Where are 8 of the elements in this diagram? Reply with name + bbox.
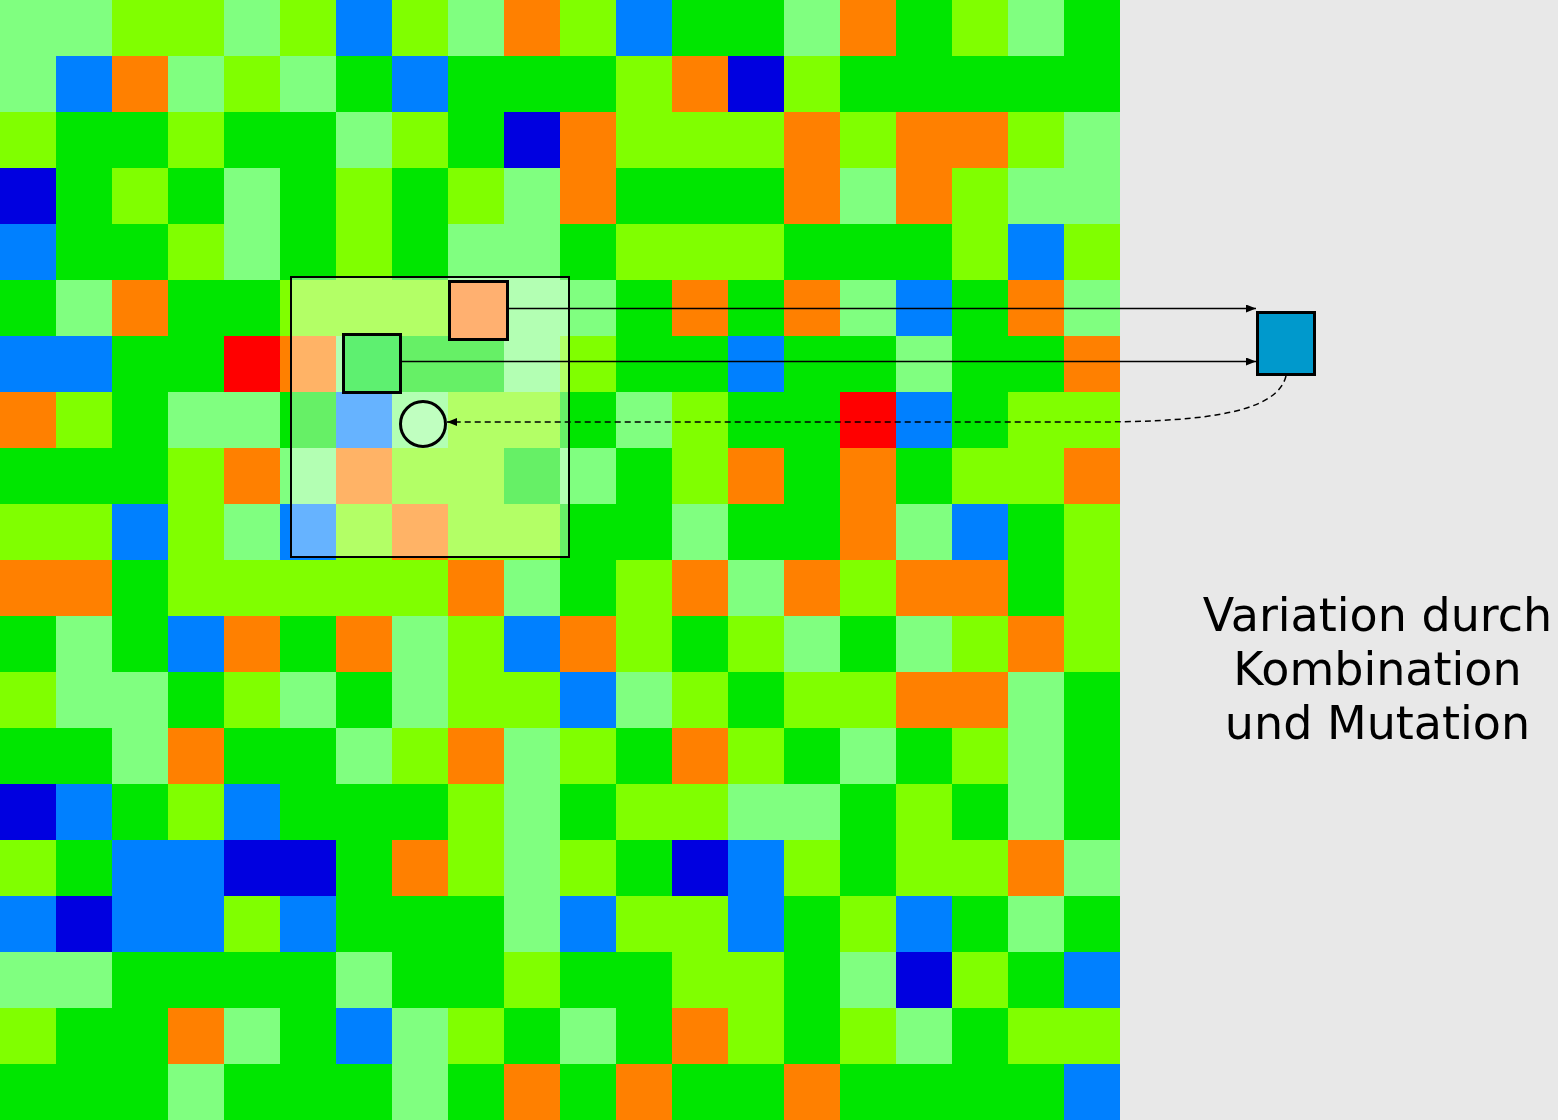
note-text: Variation durch Kombination und Mutation bbox=[1201, 588, 1554, 750]
selected-cell bbox=[448, 280, 509, 341]
arrow bbox=[399, 357, 1257, 366]
selected-cell bbox=[342, 333, 402, 394]
arrow bbox=[506, 304, 1257, 313]
neighborhood-frame bbox=[290, 276, 570, 558]
arrow bbox=[446, 375, 1287, 426]
offspring-cell bbox=[1256, 311, 1316, 376]
